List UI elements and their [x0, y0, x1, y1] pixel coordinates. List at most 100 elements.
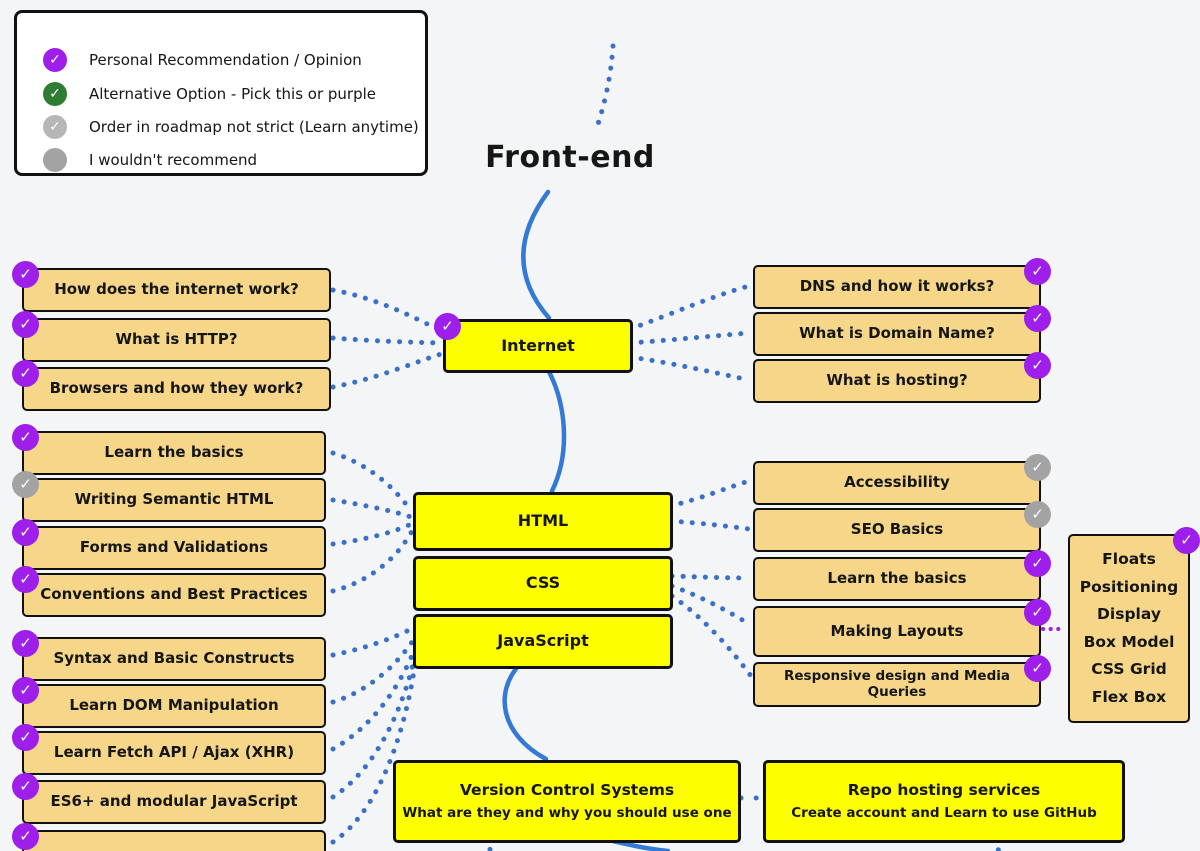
purple-check-icon: ✓ — [434, 313, 461, 340]
dotted-connector — [330, 450, 414, 514]
topic-label: SEO Basics — [850, 520, 944, 539]
purple-check-icon: ✓ — [12, 360, 39, 387]
node-label: CSS — [525, 573, 561, 593]
dotted-connector — [330, 626, 414, 658]
topic-dns[interactable]: ✓ DNS and how it works? — [753, 258, 1051, 309]
node-title: Repo hosting services — [847, 780, 1041, 799]
purple-check-icon: ✓ — [12, 773, 39, 800]
node-title: Version Control Systems — [459, 780, 675, 799]
topic-how-internet-works[interactable]: ✓ How does the internet work? — [12, 261, 331, 312]
topic-label: Accessibility — [844, 473, 950, 492]
purple-check-icon: ✓ — [12, 261, 39, 288]
topic-label: Conventions and Best Practices — [40, 585, 308, 604]
page-title: Front-end — [485, 140, 655, 175]
legend: ✓ Personal Recommendation / Opinion ✓ Al… — [14, 10, 428, 176]
dotted-connector — [667, 478, 752, 509]
topic-label: Syntax and Basic Constructs — [53, 649, 295, 668]
css-topic-box-model: Box Model — [1083, 632, 1175, 651]
node-html[interactable]: HTML — [413, 492, 673, 551]
purple-check-icon: ✓ — [12, 677, 39, 704]
legend-label: Alternative Option - Pick this or purple — [89, 85, 377, 103]
purple-check-icon: ✓ — [1024, 599, 1051, 626]
topic-fetch-api-ajax[interactable]: ✓ Learn Fetch API / Ajax (XHR) — [12, 724, 326, 775]
legend-item: ✓ Alternative Option - Pick this or purp… — [43, 81, 376, 107]
purple-check-icon: ✓ — [43, 48, 67, 72]
purple-check-icon: ✓ — [12, 724, 39, 751]
gray-check-icon: ✓ — [1024, 501, 1051, 528]
purple-check-icon: ✓ — [12, 566, 39, 593]
node-css[interactable]: CSS — [413, 556, 673, 611]
css-topic-flex-box: Flex Box — [1091, 687, 1167, 706]
topic-hosting[interactable]: ✓ What is hosting? — [753, 352, 1051, 403]
dotted-connector — [594, 43, 616, 130]
topic-css-learn-basics[interactable]: ✓ Learn the basics — [753, 550, 1051, 601]
dotted-connector — [627, 354, 752, 383]
dotted-connector — [330, 497, 414, 520]
topic-label: How does the internet work? — [54, 280, 299, 299]
topic-accessibility[interactable]: ✓ Accessibility — [753, 454, 1051, 505]
topic-domain-name[interactable]: ✓ What is Domain Name? — [753, 305, 1051, 356]
topic-label: Responsive design and Media Queries — [784, 667, 1010, 700]
main-path-segment — [521, 189, 552, 321]
topic-label: Learn DOM Manipulation — [69, 696, 279, 715]
purple-check-icon: ✓ — [1024, 258, 1051, 285]
node-internet[interactable]: ✓ Internet — [434, 313, 633, 373]
topic-label: Writing Semantic HTML — [74, 490, 274, 509]
purple-check-icon: ✓ — [12, 424, 39, 451]
topic-making-layouts[interactable]: ✓ Making Layouts — [753, 599, 1051, 657]
topic-what-is-http[interactable]: ✓ What is HTTP? — [12, 311, 331, 362]
green-check-icon: ✓ — [43, 82, 67, 106]
topic-css-layout-list[interactable]: ✓ Floats Positioning Display Box Model C… — [1068, 527, 1200, 723]
node-repo-hosting[interactable]: Repo hosting services Create account and… — [763, 760, 1125, 843]
node-version-control[interactable]: Version Control Systems What are they an… — [393, 760, 741, 843]
legend-label: Order in roadmap not strict (Learn anyti… — [89, 118, 419, 136]
topic-forms-validations[interactable]: ✓ Forms and Validations — [12, 519, 326, 570]
css-topic-positioning: Positioning — [1079, 577, 1179, 596]
topic-responsive-design[interactable]: ✓ Responsive design and Media Queries — [753, 655, 1051, 707]
purple-check-icon: ✓ — [12, 630, 39, 657]
gray-check-icon: ✓ — [12, 471, 39, 498]
dotted-connector — [330, 657, 417, 800]
css-topic-display: Display — [1097, 605, 1161, 623]
dotted-connector — [330, 528, 415, 594]
purple-check-icon: ✓ — [1024, 655, 1051, 682]
topic-writing-semantic-html[interactable]: ✓ Writing Semantic HTML — [12, 471, 326, 522]
topic-label: Making Layouts — [830, 621, 964, 640]
node-label: Internet — [501, 335, 575, 355]
topic-conventions-best-practices[interactable]: ✓ Conventions and Best Practices — [12, 566, 326, 617]
purple-check-icon: ✓ — [1173, 527, 1200, 554]
topic-es6-modular-js[interactable]: ✓ ES6+ and modular JavaScript — [12, 773, 326, 824]
gray-dot-icon — [43, 148, 67, 172]
dotted-connector — [330, 650, 416, 752]
dotted-connector — [627, 283, 752, 332]
topic-seo-basics[interactable]: ✓ SEO Basics — [753, 501, 1051, 552]
purple-check-icon: ✓ — [1024, 352, 1051, 379]
topic-label: Browsers and how they work? — [49, 379, 304, 398]
legend-item: ✓ Personal Recommendation / Opinion — [43, 47, 362, 73]
topic-label: ES6+ and modular JavaScript — [50, 792, 298, 811]
node-javascript[interactable]: JavaScript — [413, 614, 673, 669]
topic-label: What is Domain Name? — [799, 324, 995, 343]
dotted-connector — [330, 287, 444, 334]
topic-html-learn-basics[interactable]: ✓ Learn the basics — [12, 424, 326, 475]
purple-check-icon: ✓ — [1024, 550, 1051, 577]
node-label: HTML — [517, 511, 569, 531]
dotted-connector — [667, 518, 752, 532]
dotted-connector — [330, 661, 418, 845]
node-label: JavaScript — [497, 631, 589, 651]
dotted-connector — [330, 639, 415, 705]
main-path-segment — [502, 661, 549, 762]
topic-clipped-bottom[interactable]: ✓ — [12, 823, 326, 851]
legend-label: Personal Recommendation / Opinion — [89, 51, 362, 69]
topic-browsers[interactable]: ✓ Browsers and how they work? — [12, 360, 331, 411]
topic-dom-manipulation[interactable]: ✓ Learn DOM Manipulation — [12, 677, 326, 728]
topic-label: Learn the basics — [827, 569, 967, 588]
css-topic-css-grid: CSS Grid — [1091, 660, 1167, 678]
purple-check-icon: ✓ — [12, 519, 39, 546]
dotted-connector — [330, 351, 444, 390]
legend-item: ✓ Order in roadmap not strict (Learn any… — [43, 114, 419, 140]
topic-syntax-basic-constructs[interactable]: ✓ Syntax and Basic Constructs — [12, 630, 326, 681]
purple-check-icon: ✓ — [12, 823, 39, 850]
